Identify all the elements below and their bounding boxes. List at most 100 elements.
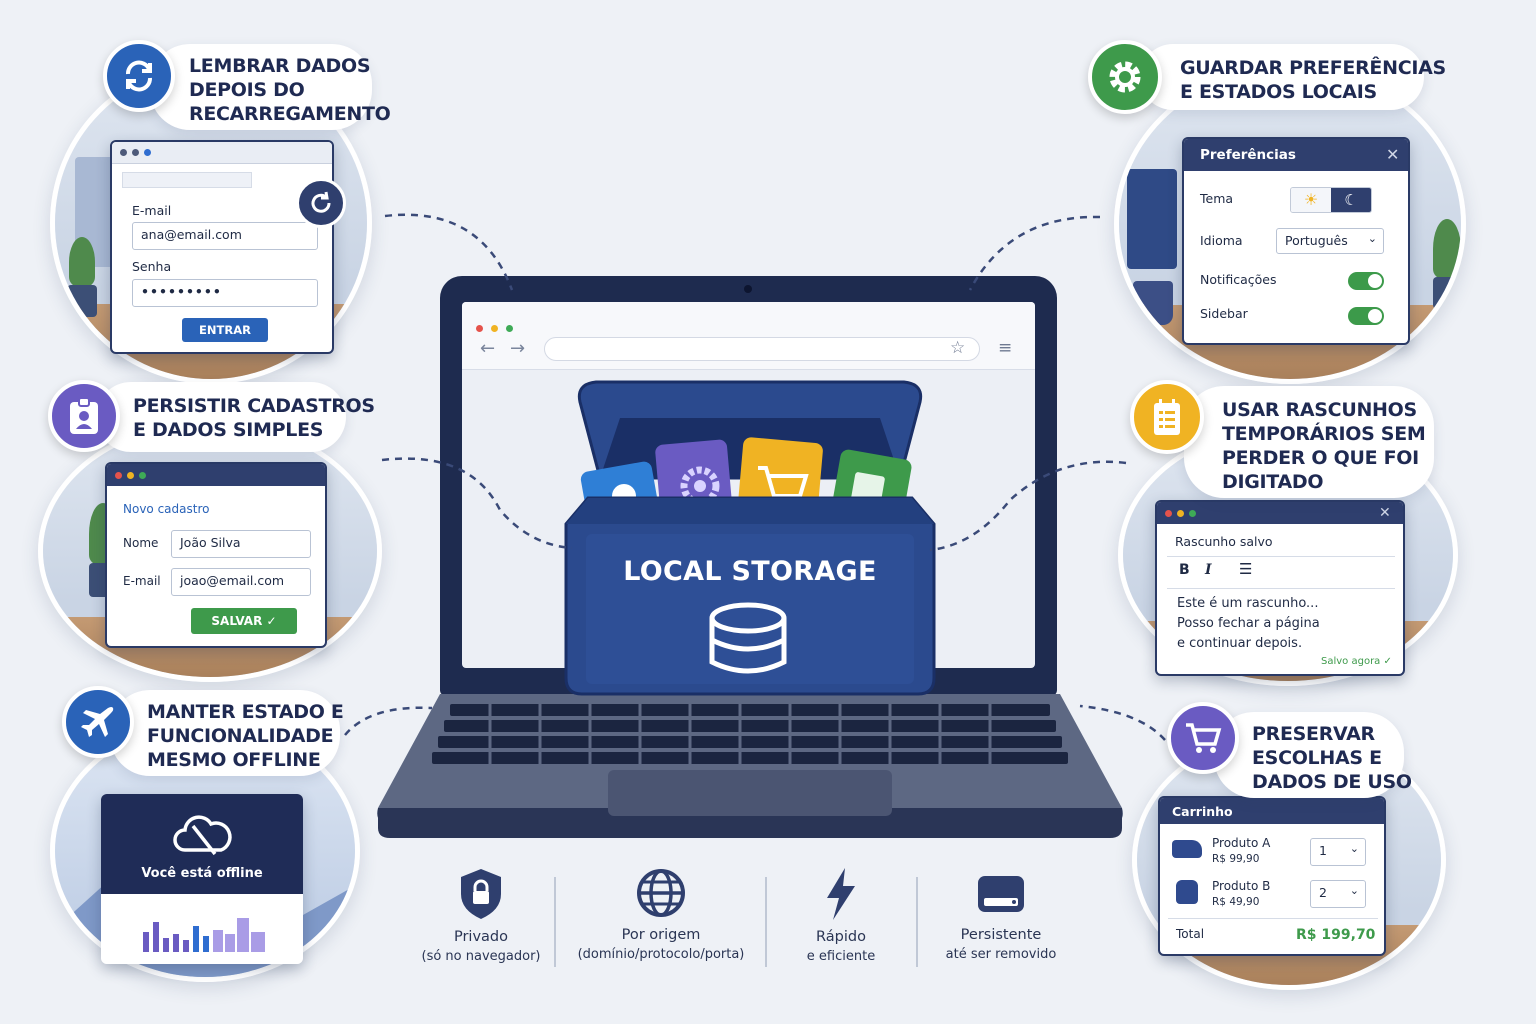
cart-item-name: Produto B (1212, 879, 1271, 893)
menu-icon[interactable]: ≡ (998, 338, 1013, 358)
lightning-icon (827, 868, 855, 920)
preferences-window: Preferências ✕ Tema ☀ ☾ Idioma Português… (1182, 137, 1410, 345)
feature-origin: Por origem (domínio/protocolo/porta) (566, 866, 756, 964)
mug-icon (1133, 281, 1173, 325)
moon-icon[interactable]: ☾ (1331, 188, 1371, 212)
cart-window: Carrinho Produto A R$ 99,90 1 ⌄ Produto … (1158, 796, 1386, 956)
cart-icon (1167, 702, 1239, 774)
sidebar-label: Sidebar (1200, 306, 1248, 321)
feature-title: Por origem (621, 927, 701, 943)
register-heading-bubble (96, 382, 346, 452)
cart-heading: PRESERVAR ESCOLHAS E DADOS DE USO (1252, 723, 1412, 793)
offline-heading: MANTER ESTADO E FUNCIONALIDADE MESMO OFF… (147, 701, 344, 771)
offline-heading-bubble (110, 690, 340, 776)
reload-icon[interactable] (296, 178, 346, 228)
feature-private: Privado (só no navegador) (410, 866, 552, 966)
storage-label: LOCAL STORAGE (623, 556, 877, 587)
divider (765, 877, 767, 967)
password-label: Senha (132, 259, 172, 274)
theme-label: Tema (1200, 191, 1234, 206)
bold-button[interactable]: B (1179, 562, 1190, 578)
cloud-offline-icon (171, 812, 233, 860)
chevron-down-icon: ⌄ (1367, 232, 1377, 245)
email-label: E-mail (132, 203, 172, 218)
usage-bars (143, 918, 265, 952)
reload-heading-bubble (150, 44, 372, 130)
id-card-icon (48, 380, 120, 452)
globe-icon (637, 869, 685, 917)
quantity-select[interactable]: 1 ⌄ (1310, 838, 1366, 866)
name-label: Nome (123, 536, 159, 550)
preferences-heading-bubble (1140, 44, 1424, 110)
shield-lock-icon (461, 869, 501, 919)
drafts-heading: USAR RASCUNHOS TEMPORÁRIOS SEM PERDER O … (1222, 399, 1426, 493)
feature-title: Persistente (960, 927, 1042, 943)
laptop-base (377, 694, 1123, 838)
close-icon[interactable]: ✕ (1379, 505, 1391, 521)
shoe-icon (1172, 840, 1202, 858)
offline-window: Você está offline (101, 794, 303, 964)
drive-icon (978, 876, 1024, 912)
cart-window-title: Carrinho (1172, 803, 1233, 819)
airplane-icon (62, 686, 134, 758)
cart-item-name: Produto A (1212, 836, 1271, 850)
login-window: E-mail ana@email.com Senha ••••••••• ENT… (110, 140, 334, 354)
feature-title: Rápido (816, 929, 866, 945)
quantity-select[interactable]: 2 ⌄ (1310, 880, 1366, 908)
check-icon: ✓ (1383, 656, 1392, 667)
feature-sub: (só no navegador) (421, 949, 541, 964)
draft-window-title: Rascunho salvo (1175, 534, 1273, 549)
feature-sub: até ser removido (945, 947, 1057, 962)
plant-icon (1429, 219, 1461, 309)
italic-button[interactable]: I (1205, 562, 1212, 578)
notifications-toggle[interactable] (1348, 272, 1384, 290)
cart-total-label: Total (1176, 927, 1205, 941)
list-icon[interactable]: ☰ (1239, 560, 1253, 578)
cart-item-price: R$ 49,90 (1212, 896, 1260, 908)
database-icon (709, 602, 787, 674)
refresh-icon (103, 40, 175, 112)
sun-icon[interactable]: ☀ (1291, 188, 1331, 212)
cart-item-price: R$ 99,90 (1212, 853, 1260, 865)
feature-title: Privado (453, 929, 509, 945)
plant-icon (61, 237, 101, 317)
drafts-heading-bubble (1184, 386, 1434, 498)
forward-arrow-icon[interactable]: → (510, 338, 526, 359)
draft-text[interactable]: Este é um rascunho... Posso fechar a pág… (1177, 596, 1320, 651)
save-button[interactable]: SALVAR ✓ (191, 608, 297, 634)
divider (554, 877, 556, 967)
feature-sub: e eficiente (806, 949, 876, 964)
login-button[interactable]: ENTRAR (182, 318, 268, 342)
chevron-down-icon: ⌄ (1349, 884, 1359, 897)
register-heading: PERSISTIR CADASTROS E DADOS SIMPLES (133, 395, 375, 441)
register-email-label: E-mail (123, 574, 161, 588)
laptop-camera (744, 285, 752, 293)
preferences-title: Preferências (1200, 147, 1296, 163)
email-field[interactable]: ana@email.com (132, 222, 318, 250)
star-icon[interactable]: ☆ (950, 338, 966, 358)
register-email-field[interactable]: joao@email.com (171, 568, 311, 596)
divider (916, 877, 918, 967)
saved-status: Salvo agora ✓ (1321, 656, 1392, 667)
theme-toggle[interactable]: ☀ ☾ (1290, 187, 1372, 213)
register-window: Novo cadastro Nome João Silva E-mail joa… (105, 462, 327, 648)
storage-box (564, 380, 936, 696)
backpack-icon (1176, 880, 1198, 904)
cart-heading-bubble (1214, 712, 1404, 798)
feature-persistent: Persistente até ser removido (930, 866, 1072, 964)
register-form-title: Novo cadastro (123, 502, 210, 516)
gear-icon (1088, 40, 1162, 114)
address-bar[interactable] (544, 337, 980, 361)
close-icon[interactable]: ✕ (1386, 145, 1400, 164)
name-field[interactable]: João Silva (171, 530, 311, 558)
sidebar-toggle[interactable] (1348, 307, 1384, 325)
feature-fast: Rápido e eficiente (776, 866, 906, 966)
language-select[interactable]: Português ⌄ (1276, 228, 1384, 254)
back-arrow-icon[interactable]: ← (480, 338, 496, 359)
preferences-heading: GUARDAR PREFERÊNCIAS E ESTADOS LOCAIS (1180, 57, 1446, 103)
reload-heading: LEMBRAR DADOS DEPOIS DO RECARREGAMENTO (189, 55, 391, 125)
draft-window: ✕ Rascunho salvo B I ☰ Este é um rascunh… (1155, 500, 1405, 676)
notepad-icon (1130, 380, 1204, 454)
password-field[interactable]: ••••••••• (132, 279, 318, 307)
